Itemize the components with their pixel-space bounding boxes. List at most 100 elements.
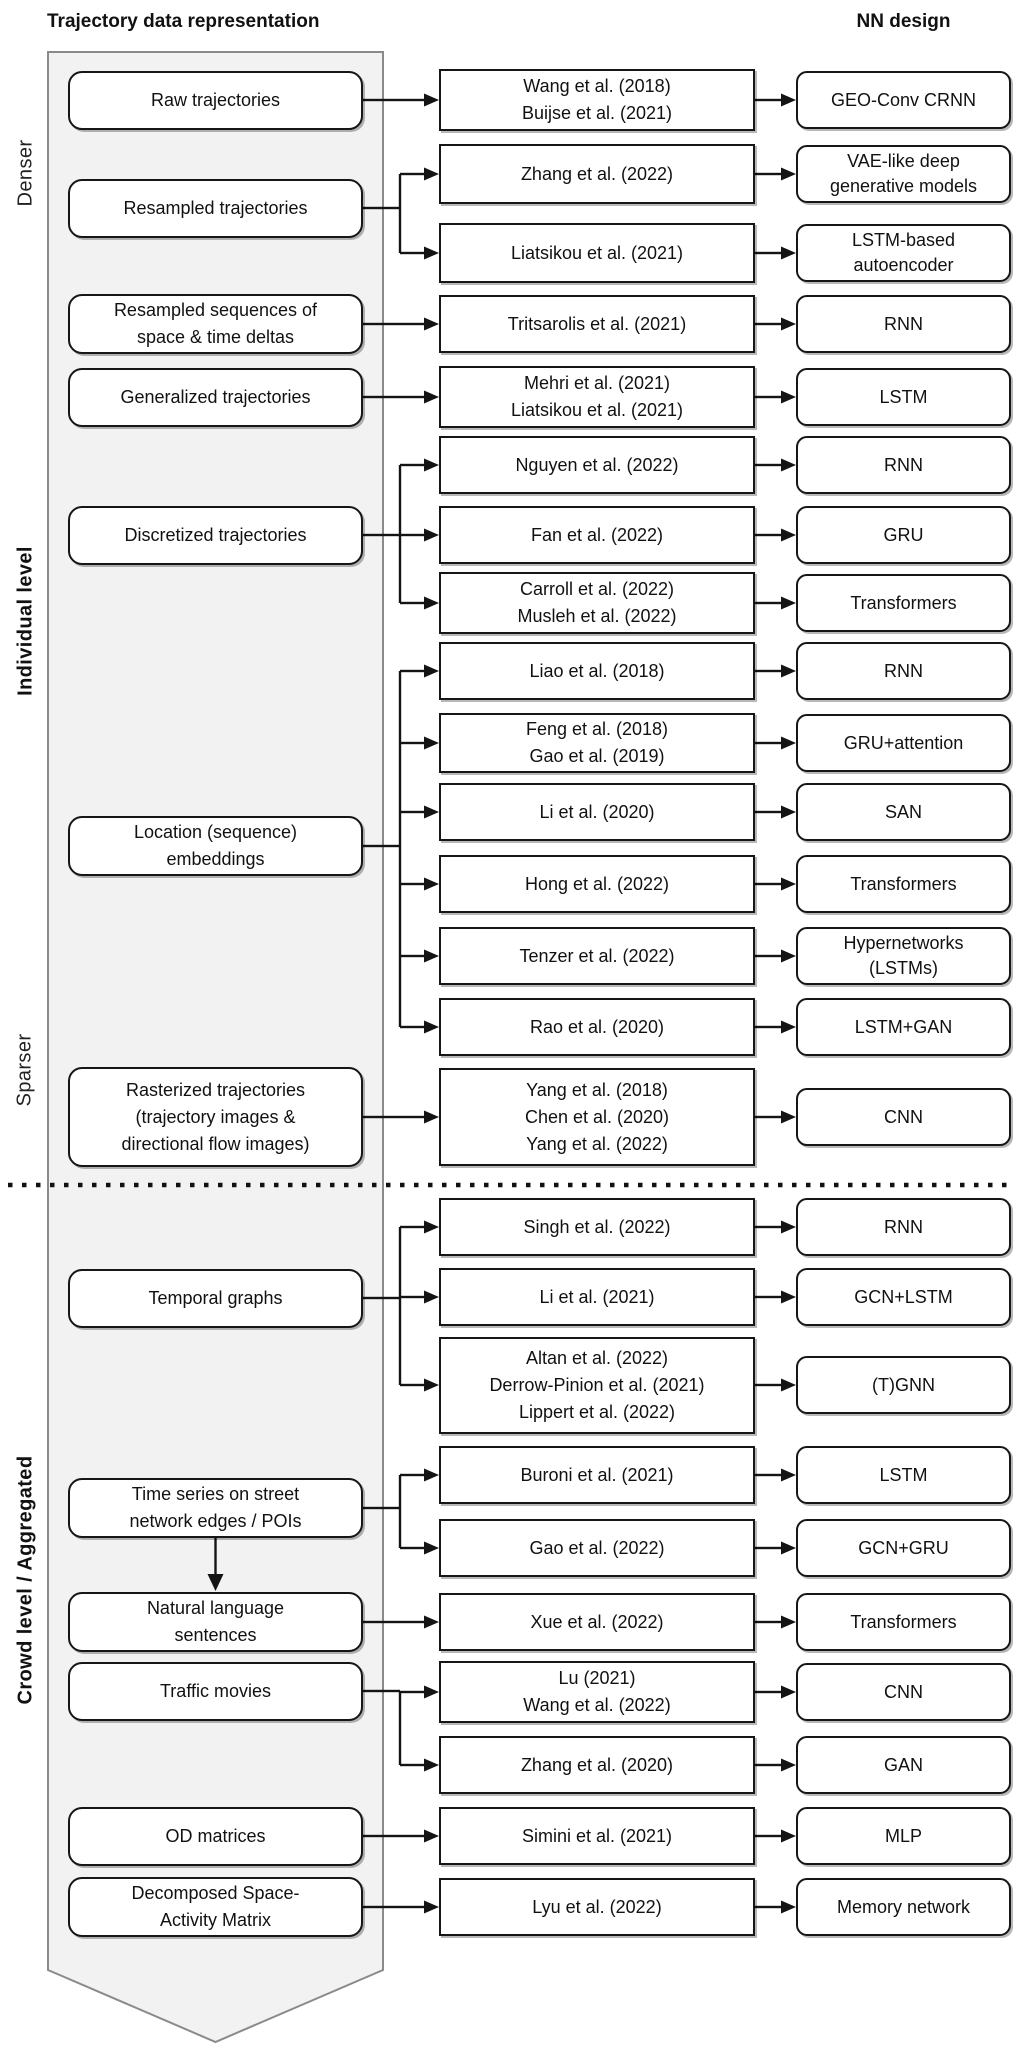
- connector-line: [755, 1025, 782, 1029]
- arrowhead-icon: [781, 805, 796, 819]
- citation-box-line: Altan et al. (2022): [525, 1347, 669, 1368]
- connector-line: [400, 1690, 425, 1694]
- citation-box-line: Mehri et al. (2021): [523, 373, 671, 393]
- representation-box-line: embeddings: [166, 849, 265, 869]
- connector-line: [363, 206, 400, 210]
- citation-box-line: Carroll et al. (2022): [519, 579, 675, 599]
- connector-line: [363, 844, 400, 848]
- connector-line: [400, 1025, 425, 1029]
- arrowhead-icon: [424, 390, 439, 404]
- arrowhead-down-icon: [207, 1574, 224, 1591]
- arrowhead-icon: [424, 877, 439, 891]
- citation-box-line: Wang et al. (2018): [523, 76, 671, 96]
- citation-box-line: Tenzer et al. (2022): [519, 945, 675, 966]
- arrowhead-icon: [424, 1758, 439, 1772]
- citation-box: Carroll et al. (2022) Musleh et al. (2022…: [439, 572, 755, 634]
- nn-box-line: Memory network: [836, 1896, 971, 1917]
- citation-box: Simini et al. (2021): [439, 1807, 755, 1865]
- nn-box: RNN: [796, 1198, 1011, 1256]
- nn-box-line: Hypernetworks: [843, 933, 964, 953]
- representation-box: Resampled trajectories: [68, 178, 363, 238]
- column-header-nn-design: NN design: [856, 11, 951, 32]
- nn-box-line: Transformers: [850, 592, 957, 613]
- citation-box-line: Wang et al. (2022): [523, 1695, 671, 1715]
- connector-line: [755, 1225, 782, 1229]
- citation-box-line: Zhang et al. (2022): [520, 163, 674, 184]
- citation-box: Xue et al. (2022): [439, 1593, 755, 1651]
- nn-box-line: RNN: [884, 454, 923, 475]
- arrowhead-icon: [781, 1110, 796, 1124]
- arrowhead-icon: [781, 949, 796, 963]
- citation-box: Liao et al. (2018): [439, 642, 755, 700]
- representation-box-line: space & time deltas: [136, 327, 295, 347]
- nn-box-line: GCN+LSTM: [854, 1286, 953, 1307]
- connector-line: [755, 1295, 782, 1299]
- representation-box-line: Resampled trajectories: [123, 197, 308, 218]
- connector-line: [755, 463, 782, 467]
- nn-box-line: (T)GNN: [872, 1374, 935, 1395]
- citation-box: Mehri et al. (2021)Liatsikou et al. (202…: [439, 366, 755, 428]
- nn-box: Memory network: [796, 1878, 1011, 1936]
- citation-box-line: Simini et al. (2021): [521, 1825, 673, 1846]
- citation-box-line: Tritsarolis et al. (2021): [507, 313, 687, 334]
- side-label-denser: Denser: [14, 139, 37, 207]
- nn-box: SAN: [796, 783, 1011, 841]
- arrowhead-icon: [424, 596, 439, 610]
- nn-box: Transformers: [796, 574, 1011, 632]
- connector-line: [755, 172, 782, 176]
- citation-box: Wang et al. (2018)Buijse et al. (2021): [439, 69, 755, 131]
- arrowhead-icon: [424, 167, 439, 181]
- arrowhead-icon: [424, 1020, 439, 1034]
- connector-line: [363, 1689, 400, 1693]
- representation-box: Discretized trajectories: [68, 505, 363, 565]
- connector-line: [755, 1115, 782, 1119]
- citation-box: Zhang et al. (2020): [439, 1736, 755, 1794]
- representation-box-line: Time series on street: [131, 1484, 300, 1504]
- nn-box: GAN: [796, 1736, 1011, 1794]
- arrowhead-icon: [781, 1378, 796, 1392]
- nn-box: RNN: [796, 642, 1011, 700]
- citation-box-line: Xue et al. (2022): [530, 1611, 664, 1632]
- connector-line: [400, 1473, 425, 1477]
- nn-box-line: MLP: [884, 1825, 922, 1846]
- nn-box-line: GRU+attention: [843, 732, 964, 753]
- connector-line: [755, 1546, 782, 1550]
- representation-box-line: Decomposed Space-: [131, 1883, 300, 1903]
- representation-box-line: Resampled sequences of: [113, 300, 318, 320]
- side-label-crowd-level: Crowd level / Aggregated: [14, 1455, 37, 1705]
- connector-line: [755, 395, 782, 399]
- arrowhead-icon: [781, 1615, 796, 1629]
- arrowhead-icon: [424, 1110, 439, 1124]
- citation-box: Lu (2021)Wang et al. (2022): [439, 1661, 755, 1723]
- connector-line: [755, 669, 782, 673]
- arrowhead-icon: [424, 458, 439, 472]
- citation-box: Feng et al. (2018)Gao et al. (2019): [439, 713, 755, 773]
- nn-box: RNN: [796, 436, 1011, 494]
- nn-box: LSTM: [796, 1446, 1011, 1504]
- citation-box-line: Derrow-Pinion et al. (2021): [489, 1374, 705, 1395]
- nn-box: GRU+attention: [796, 714, 1011, 772]
- arrowhead-icon: [781, 596, 796, 610]
- connector-line: [755, 810, 782, 814]
- arrowhead-icon: [424, 1378, 439, 1392]
- representation-box-line: Raw trajectories: [150, 89, 281, 110]
- citation-box-line: Musleh et al. (2022): [517, 606, 677, 626]
- connector-line: [400, 172, 425, 176]
- nn-box-line: RNN: [884, 1216, 923, 1237]
- connector-line: [755, 1763, 782, 1767]
- arrowhead-icon: [781, 390, 796, 404]
- connector-line: [398, 174, 402, 253]
- arrowhead-icon: [424, 93, 439, 107]
- arrowhead-icon: [781, 167, 796, 181]
- citation-box-line: Singh et al. (2022): [523, 1216, 671, 1237]
- nn-box-line: CNN: [884, 1681, 923, 1702]
- connector-line: [755, 882, 782, 886]
- citation-box: Lyu et al. (2022): [439, 1878, 755, 1936]
- arrowhead-icon: [781, 1829, 796, 1843]
- connector-line: [363, 1506, 400, 1510]
- citation-box-line: Li et al. (2021): [539, 1286, 655, 1307]
- representation-box-line: Activity Matrix: [159, 1910, 271, 1930]
- representation-box: OD matrices: [68, 1806, 363, 1866]
- citation-box-line: Lyu et al. (2022): [532, 1896, 662, 1917]
